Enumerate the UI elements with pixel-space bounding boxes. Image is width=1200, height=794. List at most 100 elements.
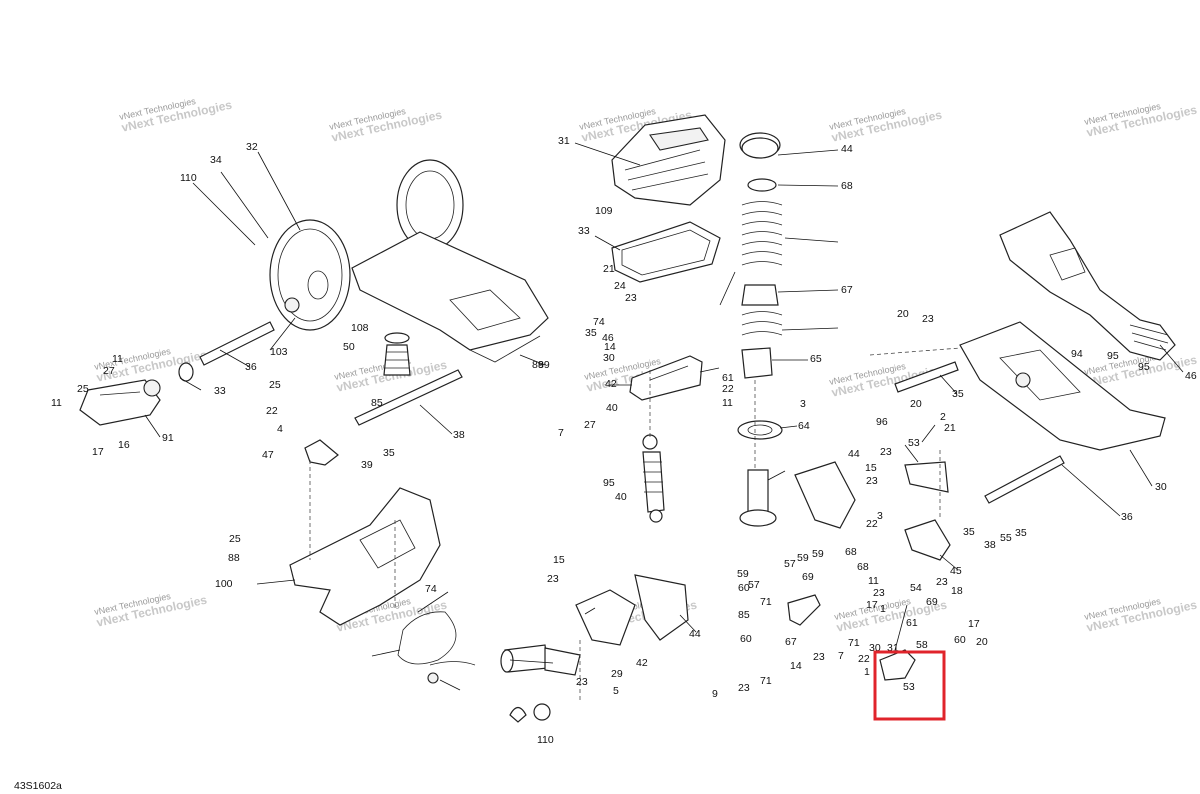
callout-label: 69 — [802, 571, 814, 583]
callout-label: 69 — [926, 596, 938, 608]
callout-label: 23 — [738, 682, 750, 694]
callout-label: 17 — [968, 618, 980, 630]
cover-45-part — [634, 574, 689, 641]
callout-label: 96 — [876, 416, 888, 428]
callout-label: 3 — [800, 398, 806, 410]
callout-label: 44 — [689, 628, 701, 640]
callout-label: 35 — [1015, 527, 1027, 539]
callout-label: 67 — [841, 284, 853, 296]
callout-label: 55 — [1000, 532, 1012, 544]
callout-label: 20 — [976, 636, 988, 648]
callout-label: 22 — [266, 405, 278, 417]
callout-label: 17 — [866, 599, 878, 611]
callout-label: 14 — [604, 341, 616, 353]
mount-50-part — [304, 439, 339, 466]
callout-label: 68 — [845, 546, 857, 558]
callout-label: 27 — [103, 365, 115, 377]
callout-label: 1 — [864, 666, 870, 678]
callout-label: 59 — [737, 568, 749, 580]
callout-label: 68 — [857, 561, 869, 573]
callout-label: 68 — [841, 180, 853, 192]
callout-label: 3 — [877, 510, 883, 522]
callout-label: 23 — [576, 676, 588, 688]
callout-label: 23 — [880, 446, 892, 458]
boot-52-part — [383, 332, 411, 376]
callout-label: 94 — [1071, 348, 1083, 360]
callout-label: 50 — [343, 341, 355, 353]
callout-label: 20 — [910, 398, 922, 410]
callout-label: 91 — [162, 432, 174, 444]
callout-label: 30 — [603, 352, 615, 364]
callout-label: 89 — [538, 359, 550, 371]
callout-label: 34 — [210, 154, 222, 166]
callout-label: 74 — [425, 583, 437, 595]
leader-lines — [144, 142, 1184, 691]
shaft-38-part — [178, 321, 275, 382]
callout-label: 44 — [848, 448, 860, 460]
highlight-box — [873, 650, 946, 721]
callout-label: 23 — [625, 292, 637, 304]
callout-label: 85 — [371, 397, 383, 409]
callout-label: 103 — [270, 346, 288, 358]
callout-label: 4 — [277, 423, 283, 435]
callout-label: 22 — [858, 653, 870, 665]
callout-label: 30 — [1155, 481, 1167, 493]
damper-63-part — [737, 420, 783, 440]
callout-label: 46 — [1185, 370, 1197, 382]
callout-label: 60 — [740, 633, 752, 645]
clip-96-part — [533, 703, 551, 721]
callout-label: 108 — [351, 322, 369, 334]
callout-label: 33 — [578, 225, 590, 237]
callout-label: 71 — [848, 637, 860, 649]
callout-label: 11 — [722, 397, 733, 409]
callout-label: 35 — [952, 388, 964, 400]
mount-46-part — [794, 461, 856, 529]
callout-label: 5 — [613, 685, 619, 697]
callout-label: 57 — [748, 579, 760, 591]
callout-label: 35 — [585, 327, 597, 339]
callout-label: 65 — [810, 353, 822, 365]
callout-label: 25 — [77, 383, 89, 395]
callout-label: 40 — [615, 491, 627, 503]
callout-label: 25 — [229, 533, 241, 545]
callout-label: 23 — [547, 573, 559, 585]
callout-label: 21 — [603, 263, 615, 275]
callout-label: 60 — [954, 634, 966, 646]
callout-label: 64 — [798, 420, 810, 432]
callout-label: 32 — [246, 141, 258, 153]
cylinder-108-part — [500, 644, 581, 676]
sprocket-disc-part — [269, 219, 351, 331]
callout-label: 71 — [760, 675, 772, 687]
callout-label: 7 — [558, 427, 564, 439]
callout-label: 25 — [269, 379, 281, 391]
swing-arm-housing-part — [351, 159, 549, 363]
callout-label: 22 — [866, 518, 878, 530]
callout-label: 33 — [214, 385, 226, 397]
shaft-36-part — [894, 361, 959, 393]
callout-label: 23 — [866, 475, 878, 487]
callout-label: 23 — [873, 587, 885, 599]
shaft-37-part — [984, 455, 1065, 504]
callout-label: 42 — [636, 657, 648, 669]
callout-label: 21 — [944, 422, 956, 434]
callout-label: 35 — [963, 526, 975, 538]
shaft-39-part — [354, 369, 463, 426]
callout-label: 29 — [611, 668, 623, 680]
callout-label: 54 — [910, 582, 922, 594]
callout-label: 95 — [1107, 350, 1119, 362]
callout-label: 60 — [738, 582, 750, 594]
callout-label: 27 — [584, 419, 596, 431]
rod-109-part — [739, 469, 777, 527]
callout-label: 59 — [812, 548, 824, 560]
callout-label: 57 — [784, 558, 796, 570]
callout-label: 88 — [228, 552, 240, 564]
callout-label: 15 — [553, 554, 565, 566]
callout-label: 42 — [605, 378, 617, 390]
callout-label: 58 — [916, 639, 928, 651]
lower-housing-89-part — [289, 487, 441, 626]
bracket-56-part — [904, 461, 949, 493]
callout-label: 31 — [558, 135, 570, 147]
callout-label: 61 — [722, 372, 734, 384]
callout-label: 67 — [785, 636, 797, 648]
